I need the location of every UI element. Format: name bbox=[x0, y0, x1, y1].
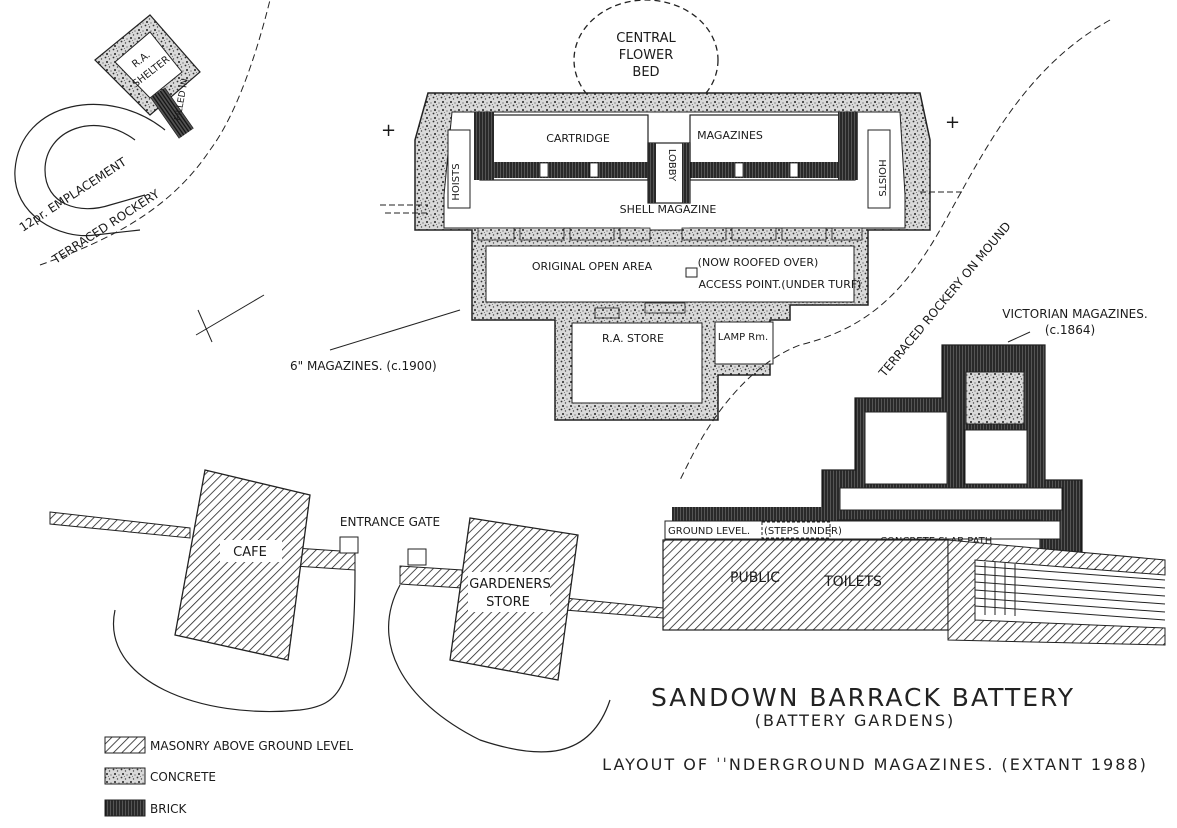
cafe-building bbox=[174, 469, 311, 661]
diagram-title: SANDOWN BARRACK BATTERY bbox=[651, 683, 1075, 712]
cafe-label-bg bbox=[220, 540, 282, 562]
entrance-gate-label: ENTRANCE GATE bbox=[340, 515, 440, 529]
public-toilets bbox=[662, 539, 949, 631]
shell-magazine-label: SHELL MAGAZINE bbox=[620, 203, 717, 216]
hoists-right-label: HOISTS bbox=[876, 159, 887, 196]
lobby-wall-left bbox=[648, 143, 656, 203]
ground-level-label: GROUND LEVEL. bbox=[668, 526, 750, 537]
magazine-vents bbox=[539, 162, 799, 178]
cartridge-label: CARTRIDGE bbox=[546, 132, 610, 145]
hoist-left bbox=[447, 129, 471, 209]
emplacement-inner bbox=[44, 124, 146, 210]
public-label: PUBLIC bbox=[730, 570, 780, 586]
victorian-concrete-roof bbox=[965, 371, 1025, 425]
ra-shelter-interior bbox=[114, 31, 183, 99]
original-open-area-label: ORIGINAL OPEN AREA bbox=[532, 260, 653, 273]
toilets-label: TOILETS bbox=[823, 574, 882, 590]
hoists-left-label: HOISTS bbox=[451, 163, 462, 200]
gardeners-label: GARDENERS bbox=[469, 577, 550, 592]
victorian-passage bbox=[839, 487, 1063, 511]
legend-label-brick: BRICK bbox=[150, 802, 187, 816]
crosshair-right: + bbox=[945, 112, 960, 133]
diagram-subtitle: (BATTERY GARDENS) bbox=[755, 711, 956, 730]
legend: MASONRY ABOVE GROUND LEVEL CONCRETE BRIC… bbox=[104, 736, 353, 817]
legend-swatch-brick bbox=[104, 799, 146, 817]
now-roofed-over-label: (NOW ROOFED OVER) bbox=[698, 256, 819, 269]
terraced-rockery-line bbox=[39, 0, 271, 266]
legend-swatch-masonry bbox=[104, 736, 146, 754]
original-open-area bbox=[485, 245, 855, 303]
ra-store-label: R.A. STORE bbox=[602, 332, 664, 345]
hoist-right bbox=[867, 129, 891, 209]
concrete-slab-path bbox=[664, 520, 1061, 540]
legend-label-concrete: CONCRETE bbox=[150, 770, 216, 784]
toilets-east-wing bbox=[947, 539, 1166, 646]
victorian-leader bbox=[1007, 331, 1031, 343]
gate-pier-left bbox=[339, 536, 359, 554]
ground-level-wall bbox=[672, 507, 837, 521]
access-point-marker bbox=[685, 267, 698, 278]
flower-bed-label-2: FLOWER bbox=[619, 48, 674, 63]
six-inch-leader bbox=[329, 309, 461, 351]
cafe-terrace bbox=[112, 569, 356, 713]
filled-in-passage bbox=[150, 87, 194, 139]
crosshair-left: + bbox=[381, 120, 396, 141]
emplacement-outer bbox=[14, 103, 166, 237]
boundary-wall-east bbox=[564, 597, 664, 619]
access-point-label: ACCESS POINT.(UNDER TURF) bbox=[699, 278, 862, 291]
flower-bed-label-1: CENTRAL bbox=[616, 31, 676, 46]
compass-tick bbox=[197, 309, 213, 343]
gardeners-terrace bbox=[388, 584, 611, 753]
brick-wall-left bbox=[480, 162, 648, 178]
gate-pier-right bbox=[407, 548, 427, 566]
steps-under-label: (STEPS UNDER) bbox=[764, 526, 842, 537]
compass-line bbox=[195, 294, 265, 336]
flower-bed-label-3: BED bbox=[632, 65, 659, 80]
victorian-room-2 bbox=[964, 429, 1028, 485]
lamp-room bbox=[714, 321, 774, 365]
diagram-caption: LAYOUT OF ˈˈNDERGROUND MAGAZINES. (EXTAN… bbox=[602, 755, 1148, 774]
brick-end-left bbox=[474, 112, 494, 180]
steps-under-box bbox=[761, 521, 831, 539]
victorian-date-label: (c.1864) bbox=[1045, 323, 1095, 337]
lamp-rm-label: LAMP Rm. bbox=[718, 332, 768, 343]
gardeners-label-bg bbox=[468, 572, 550, 612]
lobby-wall-right bbox=[682, 143, 690, 203]
boundary-wall-gate-right bbox=[399, 565, 463, 589]
legend-label-masonry: MASONRY ABOVE GROUND LEVEL bbox=[150, 739, 353, 753]
legend-swatch-concrete bbox=[104, 767, 146, 785]
brick-wall-right bbox=[690, 162, 855, 178]
ra-store-room bbox=[571, 322, 703, 404]
boundary-wall-west bbox=[49, 511, 191, 539]
rockery-mound-line bbox=[679, 19, 1111, 481]
lobby-label: LOBBY bbox=[666, 149, 677, 182]
six-inch-magazines-label: 6" MAGAZINES. (c.1900) bbox=[290, 359, 437, 373]
brick-end-right bbox=[838, 112, 858, 180]
store-label: STORE bbox=[486, 595, 530, 610]
cafe-label: CAFE bbox=[233, 545, 267, 560]
magazines-label: MAGAZINES bbox=[697, 129, 763, 142]
victorian-magazines-label: VICTORIAN MAGAZINES. bbox=[1002, 307, 1147, 321]
toilet-steps bbox=[974, 562, 1166, 621]
buttresses bbox=[477, 227, 863, 319]
victorian-room-1 bbox=[864, 411, 948, 485]
